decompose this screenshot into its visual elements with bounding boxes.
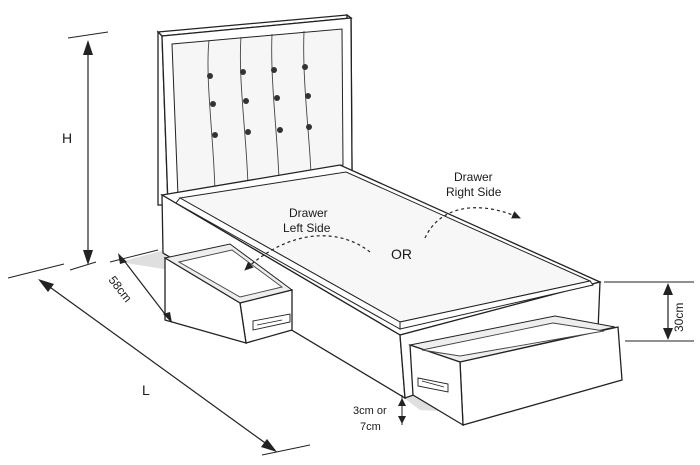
headboard-buttons	[207, 64, 312, 138]
clearance-label-line1: 3cm or	[353, 405, 387, 417]
tufting-button-icon	[212, 132, 218, 138]
right-drawer-arrow-icon	[424, 207, 521, 239]
clearance-label-line2: 7cm	[360, 421, 381, 433]
drawer-right	[408, 315, 623, 427]
tufting-button-icon	[240, 69, 246, 75]
drawer-runner-icon	[417, 377, 449, 393]
mattress-platform	[175, 171, 594, 330]
right-drawer-label-line1: Drawer	[454, 170, 493, 184]
tufting-button-icon	[305, 93, 311, 99]
depth-label: 58cm	[106, 273, 135, 305]
height-dimension	[67, 31, 109, 271]
length-label: L	[142, 382, 150, 398]
left-drawer-label-line1: Drawer	[289, 206, 328, 220]
right-drawer-label-line2: Right Side	[446, 185, 502, 199]
depth-dimension	[109, 249, 172, 323]
drawer-height-label: 30cm	[672, 303, 686, 332]
tufting-button-icon	[277, 127, 283, 133]
drawer-runner-icon	[252, 313, 291, 331]
length-dimension	[7, 263, 311, 456]
tufting-button-icon	[210, 101, 216, 107]
tufting-button-icon	[271, 67, 277, 73]
tufting-button-icon	[243, 98, 249, 104]
or-label: OR	[391, 246, 412, 262]
tufting-button-icon	[302, 64, 308, 70]
tufting-button-icon	[207, 73, 213, 79]
height-label: H	[62, 130, 72, 146]
drawer-left	[163, 243, 294, 344]
tufting-button-icon	[245, 129, 251, 135]
drawer-height-dimension	[604, 281, 694, 342]
tufting-button-icon	[306, 124, 312, 130]
clearance-dimension	[398, 395, 406, 425]
drawer-direction-arrows	[244, 207, 521, 271]
left-drawer-arrow-icon	[244, 235, 371, 271]
left-drawer-label-line2: Left Side	[283, 221, 331, 235]
tufting-button-icon	[274, 95, 280, 101]
